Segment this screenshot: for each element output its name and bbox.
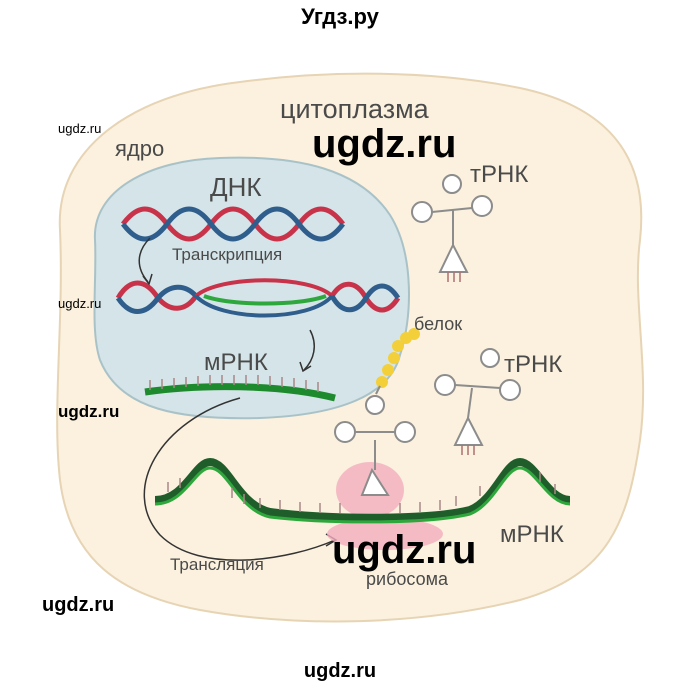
arrow-to-mrna (303, 329, 316, 371)
transcription-bubble (115, 278, 401, 318)
arrow-translation (143, 397, 336, 561)
protein-label: белок (414, 314, 462, 334)
nucleus (93, 156, 410, 420)
translation-label: Трансляция (170, 555, 264, 574)
watermark-left-bottom: ugdz.ru (42, 594, 115, 616)
mrna-nucleus-label: мРНК (204, 349, 268, 376)
watermark-footer: ugdz.ru (303, 660, 377, 682)
watermark-big-bottom: ugdz.ru (332, 528, 477, 572)
dna-helix (121, 206, 345, 242)
trna-top-label: тРНК (470, 161, 528, 188)
site-title: Угдз.ру (301, 4, 379, 29)
mrna-cytoplasm-label: мРНК (500, 521, 564, 548)
cytoplasm-label: цитоплазма (280, 94, 430, 124)
trna-right (434, 348, 521, 455)
dna-label: ДНК (210, 172, 262, 202)
ribosome-label: рибосома (366, 569, 449, 589)
mrna-cytoplasm (154, 457, 571, 524)
watermark-medium-left: ugdz.ru (58, 402, 120, 421)
mrna-nucleus (144, 375, 336, 402)
ribosome-bottom (327, 518, 443, 550)
trna-top (411, 174, 493, 282)
watermark-big-top: ugdz.ru (312, 122, 457, 166)
protein-chain (376, 328, 420, 388)
watermark-small-top: ugdz.ru (58, 121, 102, 136)
trna-at-ribosome (334, 395, 416, 496)
trna-right-label: тРНК (504, 351, 562, 378)
transcription-label: Транскрипция (172, 245, 282, 264)
nucleus-label: ядро (115, 136, 164, 161)
watermark-small-mid: ugdz.ru (58, 296, 102, 311)
